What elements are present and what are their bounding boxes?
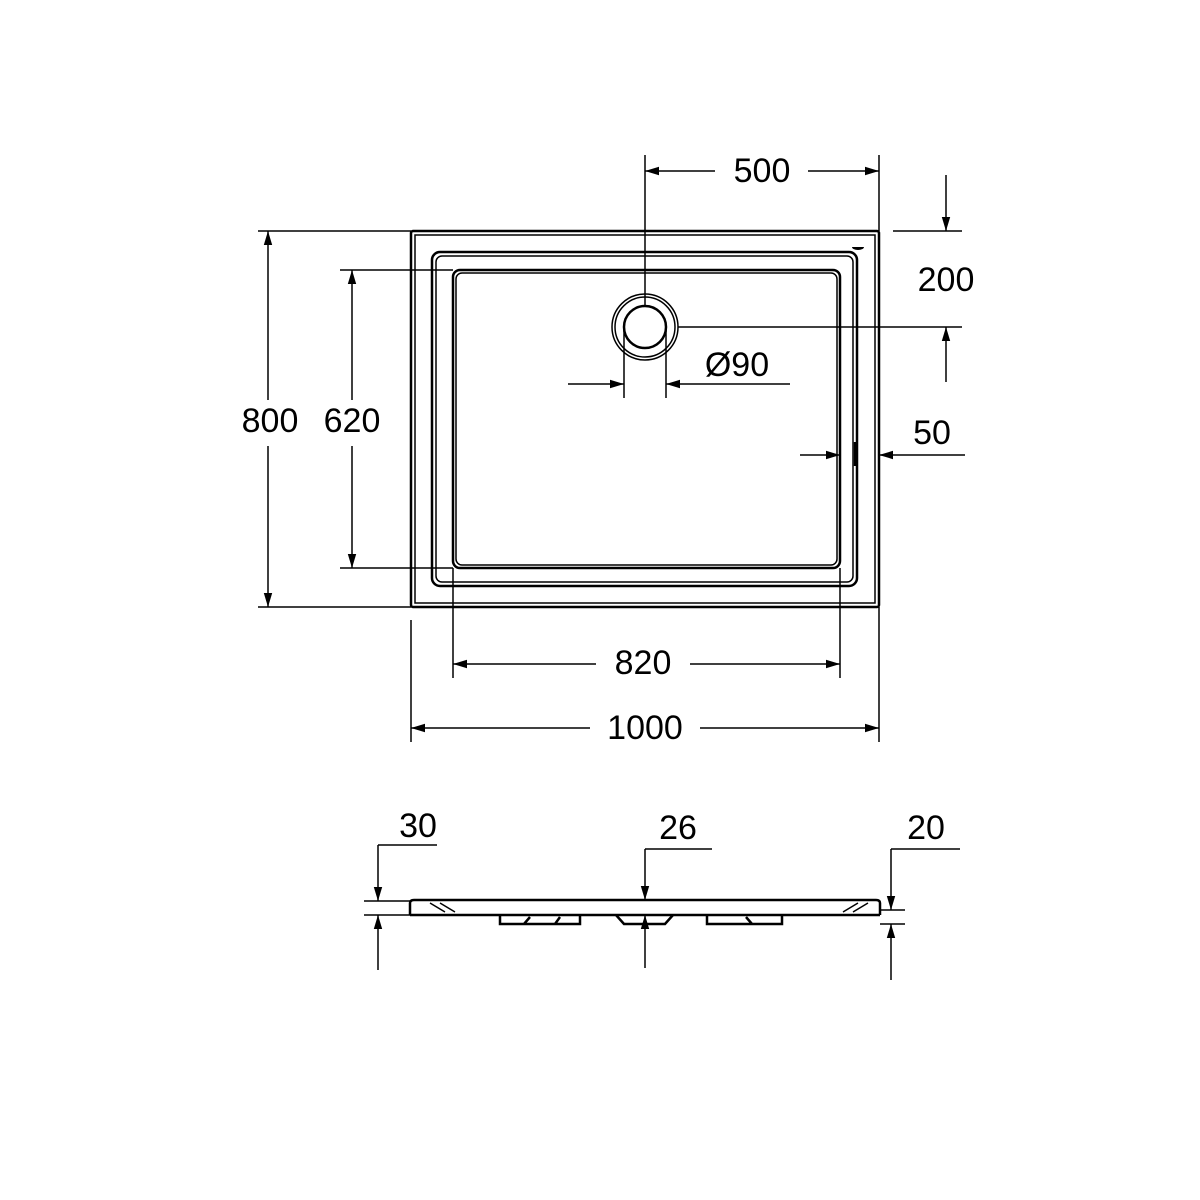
dimension-label: 20 bbox=[907, 809, 945, 847]
dimension-drain-offset-y: 200 bbox=[678, 175, 974, 382]
dimension-label: 200 bbox=[918, 261, 975, 299]
dimension-side-right: 20 bbox=[880, 809, 960, 980]
dimension-drain-offset-x: 500 bbox=[644, 152, 880, 306]
dimension-rim-width: 50 bbox=[800, 414, 965, 460]
dimension-width-inner: 820 bbox=[452, 568, 841, 682]
dimension-side-center: 26 bbox=[640, 809, 712, 968]
dimension-length-total: 800 bbox=[242, 230, 411, 608]
dimension-side-edge: 30 bbox=[364, 807, 437, 970]
dimension-label: 26 bbox=[659, 809, 697, 847]
dimension-drain-diameter: Ø90 bbox=[568, 327, 790, 398]
dimension-label: 800 bbox=[242, 402, 299, 440]
dimension-label: 1000 bbox=[607, 709, 683, 747]
dimension-length-inner: 620 bbox=[324, 269, 453, 569]
dimension-label: 620 bbox=[324, 402, 381, 440]
dimension-label: 30 bbox=[399, 807, 437, 845]
dimension-label: 50 bbox=[913, 414, 951, 452]
dimension-width-total: 1000 bbox=[410, 607, 880, 747]
dimension-label: 500 bbox=[734, 152, 791, 190]
dimension-label: Ø90 bbox=[705, 346, 769, 384]
dimension-label: 820 bbox=[615, 644, 672, 682]
